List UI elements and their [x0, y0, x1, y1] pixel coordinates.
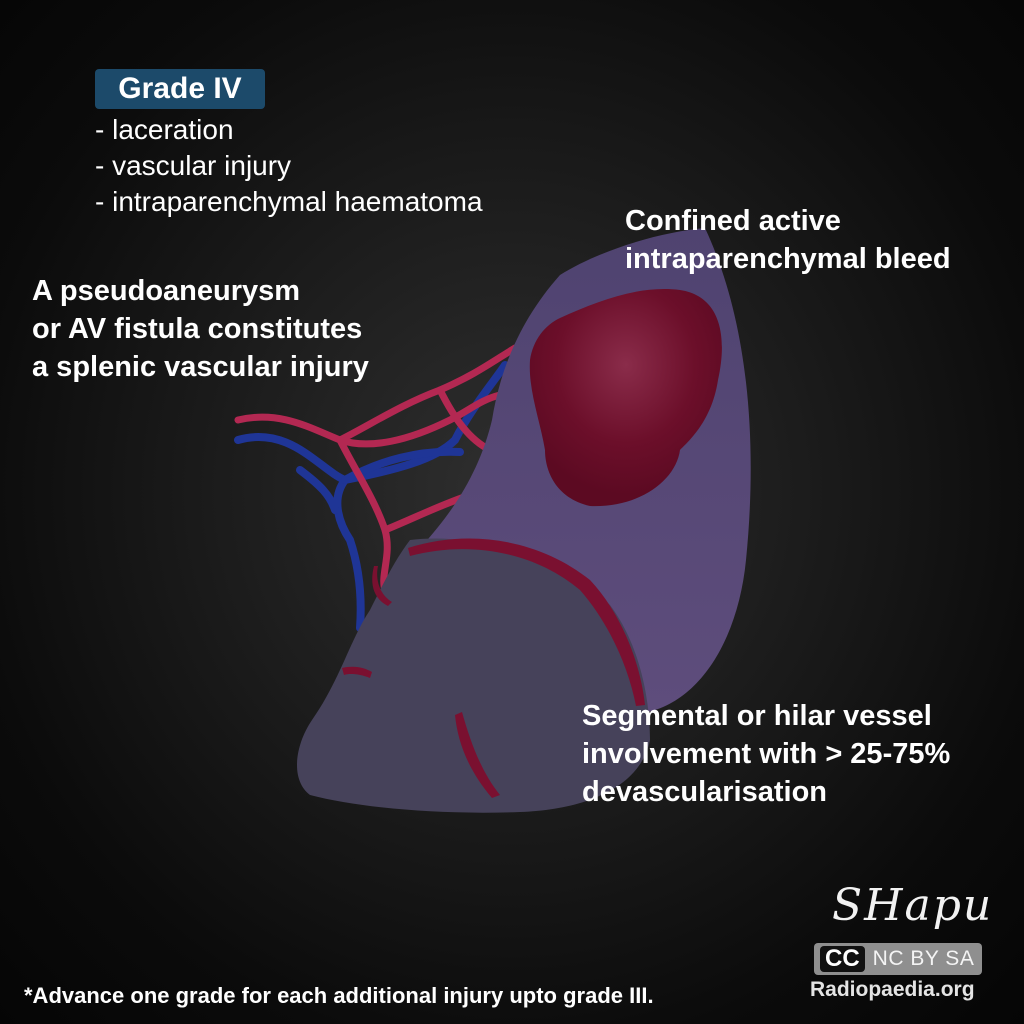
callout-line: or AV fistula constitutes: [32, 313, 363, 345]
callout-line: Segmental or hilar vessel: [582, 700, 932, 732]
bleed-callout: Confined active intraparenchymal bleed: [625, 202, 951, 278]
site-credit: Radiopaedia.org: [810, 978, 975, 1001]
license-text: NC BY SA: [872, 947, 975, 970]
laceration: [342, 538, 645, 798]
pseudoaneurysm-callout: A pseudoaneurysm or AV fistula constitut…: [32, 272, 369, 386]
callout-line: a splenic vascular injury: [32, 351, 369, 383]
callout-line: involvement with > 25-75%: [582, 738, 951, 770]
grade-criterion: - laceration: [95, 114, 234, 145]
callout-line: Confined active: [625, 205, 841, 237]
callout-line: intraparenchymal bleed: [625, 243, 951, 275]
grade-criterion: - intraparenchymal haematoma: [95, 186, 483, 217]
devascularised-segment: [297, 538, 650, 813]
haematoma: [529, 289, 722, 507]
author-signature: SHapu: [832, 880, 994, 931]
grade-badge: Grade IV: [95, 69, 265, 109]
footnote: *Advance one grade for each additional i…: [24, 983, 654, 1008]
callout-line: devascularisation: [582, 776, 827, 808]
grade-criteria-list: - laceration - vascular injury - intrapa…: [95, 112, 483, 220]
segmental-callout: Segmental or hilar vessel involvement wi…: [582, 697, 950, 811]
license-badge: CC NC BY SA: [814, 943, 983, 975]
callout-line: A pseudoaneurysm: [32, 275, 301, 307]
creative-commons-icon: CC: [820, 946, 865, 972]
grade-criterion: - vascular injury: [95, 150, 292, 181]
